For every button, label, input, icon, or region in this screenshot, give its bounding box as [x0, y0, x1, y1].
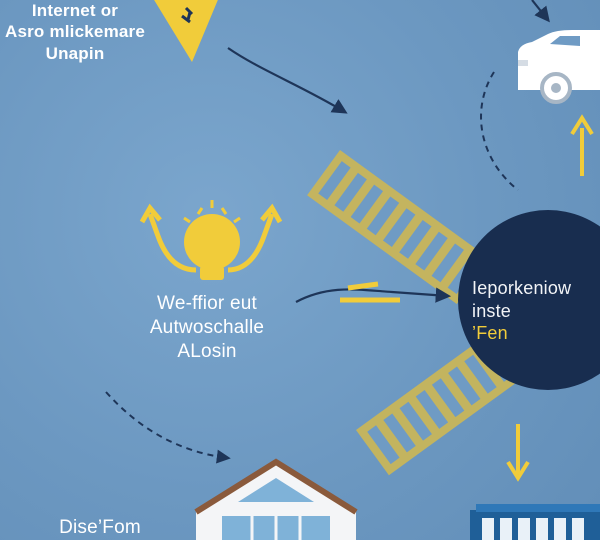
internet-label-line-2: Asro mlickemare [4, 22, 146, 42]
idea-label: We-ffior eut Autwoschalle ALosin [122, 292, 292, 363]
arrow-up-yellow [570, 114, 594, 176]
house-label: Dise’Fom [59, 517, 141, 538]
arrow-top-right [531, 0, 550, 23]
dashed-arc-top [480, 71, 519, 191]
arrow-down-yellow [506, 424, 530, 482]
idea-label-line-2: Autwoschalle [149, 316, 265, 338]
internet-label-line-1: Internet or [31, 1, 119, 20]
hub-label-accent: ’Fen [472, 323, 508, 343]
arrow-top-left [227, 47, 348, 114]
idea-label-line-3: ALosin [177, 340, 237, 362]
building-icon [470, 504, 600, 540]
lightbulb-icon [139, 200, 283, 280]
car-icon [518, 30, 600, 104]
hub-label: Ieporkeniow inste ’Fen [472, 277, 600, 345]
crosswalk-stripes-icon [307, 150, 490, 305]
dash-yellow-1 [347, 281, 379, 291]
hub-label-line-1: Ieporkeniow [472, 278, 572, 298]
hub-label-prefix: inste [472, 300, 512, 321]
hub-label-line-2: inste ’Fen [472, 300, 600, 345]
hub-circle [458, 210, 600, 390]
arrow-lower-left [105, 391, 231, 464]
internet-label: Internet or Asro mlickemare Unapin [0, 0, 150, 64]
idea-label-line-1: We-ffior eut [157, 293, 257, 314]
warning-sign-icon [154, 0, 218, 62]
house-icon [194, 458, 358, 540]
internet-label-line-3: Unapin [45, 43, 105, 63]
